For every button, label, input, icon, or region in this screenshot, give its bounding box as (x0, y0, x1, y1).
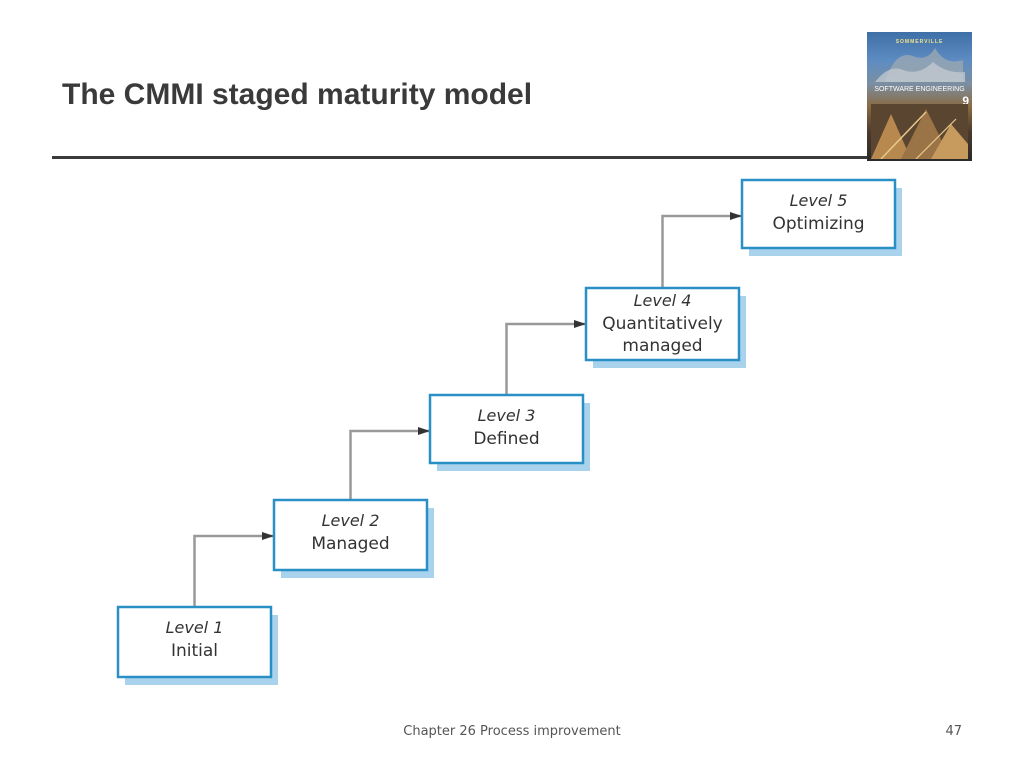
level-box-frame (272, 498, 429, 572)
level-name-label: Initial (171, 641, 218, 661)
level-box-frame (116, 605, 273, 679)
level-box-3: Level 3 Defined (428, 393, 590, 471)
level-name-label: Quantitatively (602, 314, 723, 334)
page-number: 47 (945, 724, 962, 739)
connectors (193, 212, 742, 607)
level-name-label: managed (622, 336, 702, 356)
cover-edition: 9 (962, 94, 969, 108)
step-connector-arrow-2 (349, 427, 430, 500)
level-number-label: Level 2 (322, 511, 380, 530)
levels: Level 1 Initial Level 2 Managed Level 3 Defin… (116, 178, 902, 685)
footer-chapter-text: Chapter 26 Process improvement (403, 724, 621, 739)
level-number-label: Level 4 (634, 291, 692, 310)
cover-title: SOFTWARE ENGINEERING (874, 86, 965, 93)
level-box-frame (584, 286, 741, 362)
level-box-2: Level 2 Managed (272, 498, 434, 578)
cover-photo (871, 104, 968, 159)
level-box-frame (428, 393, 585, 465)
level-number-label: Level 5 (790, 191, 848, 210)
cover-artwork (875, 48, 965, 82)
step-connector-arrow-3 (505, 320, 586, 395)
level-box-5: Level 5 Optimizing (740, 178, 902, 256)
step-connector-arrow-1 (193, 532, 274, 607)
level-number-label: Level 3 (478, 406, 536, 425)
level-name-label: Managed (311, 534, 389, 554)
level-number-label: Level 1 (166, 618, 224, 637)
cover-series: SOMMERVILLE (895, 39, 944, 45)
level-name-label: Optimizing (772, 214, 864, 234)
level-name-label: Defined (473, 429, 539, 449)
book-cover-image: SOMMERVILLE SOFTWARE ENGINEERING 9 (867, 32, 972, 161)
level-box-frame (740, 178, 897, 250)
slide-title: The CMMI staged maturity model (62, 78, 533, 111)
step-connector-arrow-4 (661, 212, 742, 288)
title-divider (52, 156, 868, 159)
level-box-1: Level 1 Initial (116, 605, 278, 685)
